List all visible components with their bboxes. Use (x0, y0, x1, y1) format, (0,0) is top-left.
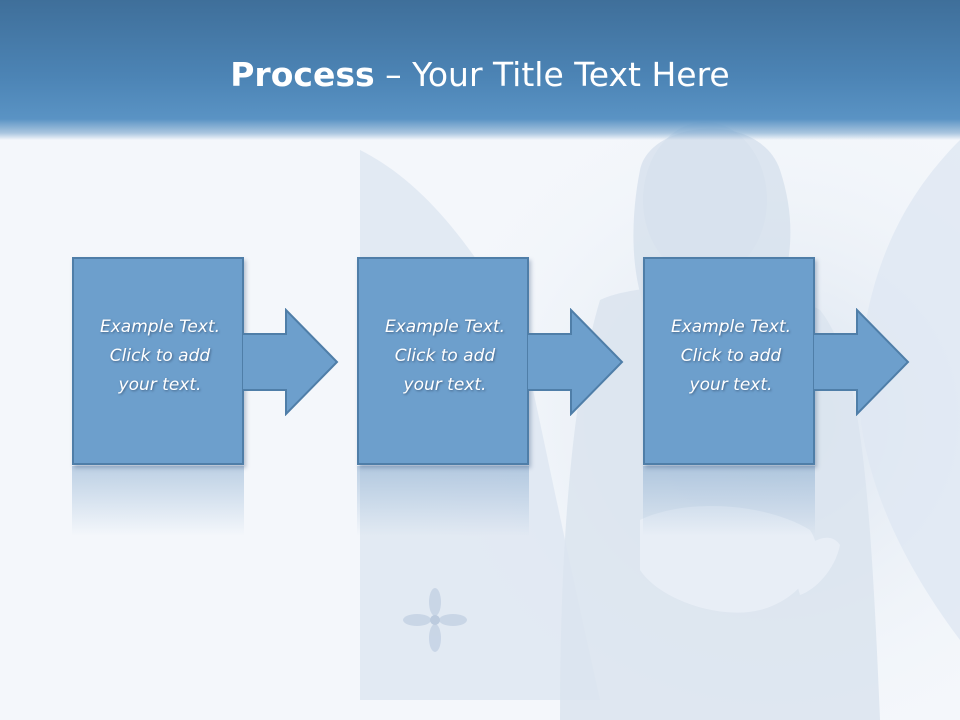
step-3-line-2: Click to add (680, 346, 782, 366)
step-2-arrow (527, 308, 624, 416)
slide-title-rest: – Your Title Text Here (374, 55, 730, 94)
step-1-box[interactable]: Example Text. Click to add your text. (72, 257, 244, 465)
step-1-line-1: Example Text. (99, 317, 221, 337)
step-3-arrow (813, 308, 910, 416)
slide-title[interactable]: Process – Your Title Text Here (0, 52, 960, 98)
step-1-line-3: your text. (118, 375, 202, 395)
step-2-box[interactable]: Example Text. Click to add your text. (357, 257, 529, 465)
step-2-reflection (357, 466, 529, 536)
step-2-line-1: Example Text. (384, 317, 506, 337)
step-2-line-2: Click to add (394, 346, 496, 366)
slide-title-bold: Process (230, 55, 375, 94)
step-3-box[interactable]: Example Text. Click to add your text. (643, 257, 815, 465)
step-1-reflection (72, 466, 244, 536)
step-1-text: Example Text. Click to add your text. (74, 313, 246, 400)
step-1-arrow (242, 308, 339, 416)
step-3-reflection (643, 466, 815, 536)
step-1-line-2: Click to add (109, 346, 211, 366)
step-3-line-1: Example Text. (670, 317, 792, 337)
step-2-text: Example Text. Click to add your text. (359, 313, 531, 400)
title-bar (0, 0, 960, 140)
step-2-line-3: your text. (403, 375, 487, 395)
step-3-line-3: your text. (689, 375, 773, 395)
step-3-text: Example Text. Click to add your text. (645, 313, 817, 400)
